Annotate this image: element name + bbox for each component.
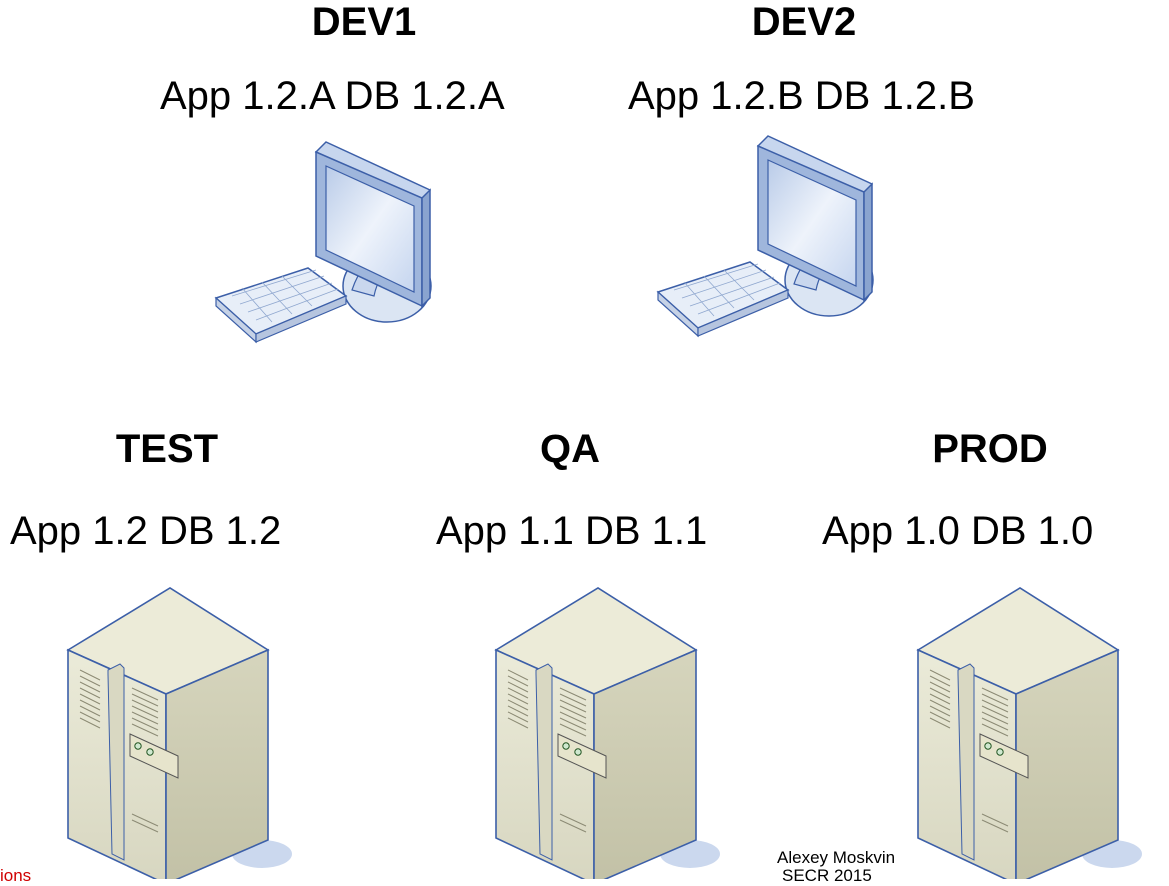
env-qa-versions: App 1.1 DB 1.1	[436, 509, 708, 553]
server-icon	[66, 587, 292, 879]
server-icon	[916, 587, 1142, 879]
env-dev2-versions: App 1.2.B DB 1.2.B	[628, 74, 975, 118]
conference-text: SECR 2015	[782, 866, 872, 885]
env-qa-name: QA	[540, 427, 600, 471]
cut-off-text: ions	[0, 866, 32, 885]
env-dev2-name: DEV2	[751, 0, 857, 44]
env-dev1-name: DEV1	[311, 0, 417, 44]
env-test-name: TEST	[115, 427, 219, 471]
env-dev1-versions: App 1.2.A DB 1.2.A	[160, 74, 505, 118]
workstation-icon	[656, 135, 874, 338]
author-text: Alexey Moskvin	[777, 848, 896, 867]
server-icon	[494, 587, 720, 879]
env-prod-name: PROD	[932, 427, 1048, 471]
workstation-icon	[214, 141, 432, 344]
env-prod-versions: App 1.0 DB 1.0	[822, 509, 1094, 553]
env-test-versions: App 1.2 DB 1.2	[10, 509, 282, 553]
